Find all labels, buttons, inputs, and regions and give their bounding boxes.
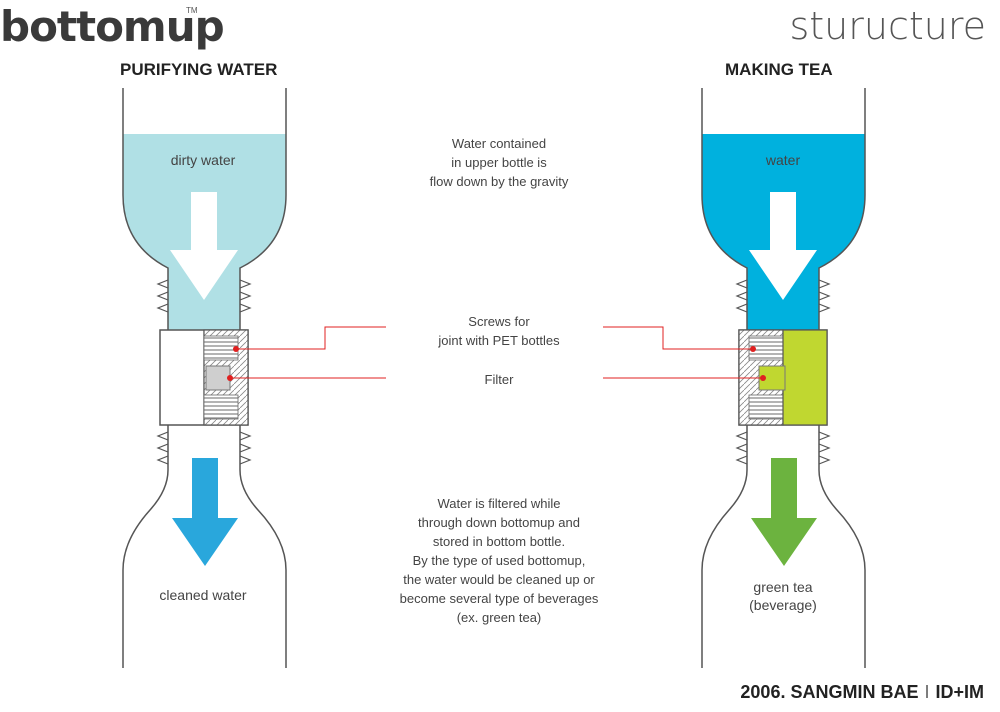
right-lower-threads bbox=[735, 431, 831, 465]
note-line: become several type of beverages bbox=[399, 591, 599, 606]
brand-logo: bottomup bbox=[0, 2, 225, 51]
note-line: Water is filtered while bbox=[437, 496, 561, 511]
left-upper-bottle-outline bbox=[122, 88, 287, 330]
left-flow-arrow bbox=[170, 192, 238, 300]
credit-text: 2006. SANGMIN BAE bbox=[740, 682, 919, 702]
org-text: ID+IM bbox=[935, 682, 984, 702]
cleaned-water-label: cleaned water bbox=[159, 587, 247, 603]
note-line: in upper bottle is bbox=[451, 155, 547, 170]
green-tea-label: green tea (beverage) bbox=[710, 578, 856, 614]
right-lower-bottle-outline bbox=[701, 425, 866, 668]
dirty-water-label: dirty water bbox=[170, 152, 236, 168]
note-line: stored in bottom bottle. bbox=[432, 534, 566, 549]
left-upper-threads bbox=[156, 279, 252, 313]
screws-note: Screws for joint with PET bottles bbox=[394, 312, 604, 350]
gravity-note: Water contained in upper bottle is flow … bbox=[394, 134, 604, 191]
left-output-arrow bbox=[172, 458, 238, 566]
credit-separator: I bbox=[924, 682, 930, 702]
right-flow-arrow bbox=[749, 192, 817, 300]
note-line: Screws for bbox=[468, 314, 530, 329]
filter-note: Filter bbox=[484, 372, 514, 387]
left-lower-bottle-outline bbox=[122, 425, 287, 668]
page-title: sturucture bbox=[789, 4, 986, 48]
note-line: By the type of used bottomup, bbox=[412, 553, 586, 568]
green-tea-line1: green tea bbox=[753, 579, 813, 595]
right-output-arrow bbox=[751, 458, 817, 566]
left-lower-threads bbox=[156, 431, 252, 465]
right-tea-chamber bbox=[782, 329, 828, 426]
green-tea-line2: (beverage) bbox=[749, 597, 817, 613]
callout-dots bbox=[227, 346, 766, 381]
note-line: Water contained bbox=[451, 136, 547, 151]
water-label: water bbox=[765, 152, 801, 168]
right-upper-bottle-outline bbox=[701, 88, 866, 330]
note-line: joint with PET bottles bbox=[438, 333, 560, 348]
left-section-title: PURIFYING WATER bbox=[120, 60, 278, 79]
right-upper-threads bbox=[735, 279, 831, 313]
callout-lines bbox=[230, 326, 763, 379]
left-filter bbox=[205, 365, 231, 391]
note-line: through down bottomup and bbox=[418, 515, 580, 530]
note-line: (ex. green tea) bbox=[456, 610, 542, 625]
note-line: flow down by the gravity bbox=[429, 174, 569, 189]
trademark-mark: TM bbox=[186, 6, 198, 15]
note-line: the water would be cleaned up or bbox=[403, 572, 595, 587]
right-section-title: MAKING TEA bbox=[725, 60, 833, 79]
filtering-note: Water is filtered while through down bot… bbox=[364, 494, 634, 627]
